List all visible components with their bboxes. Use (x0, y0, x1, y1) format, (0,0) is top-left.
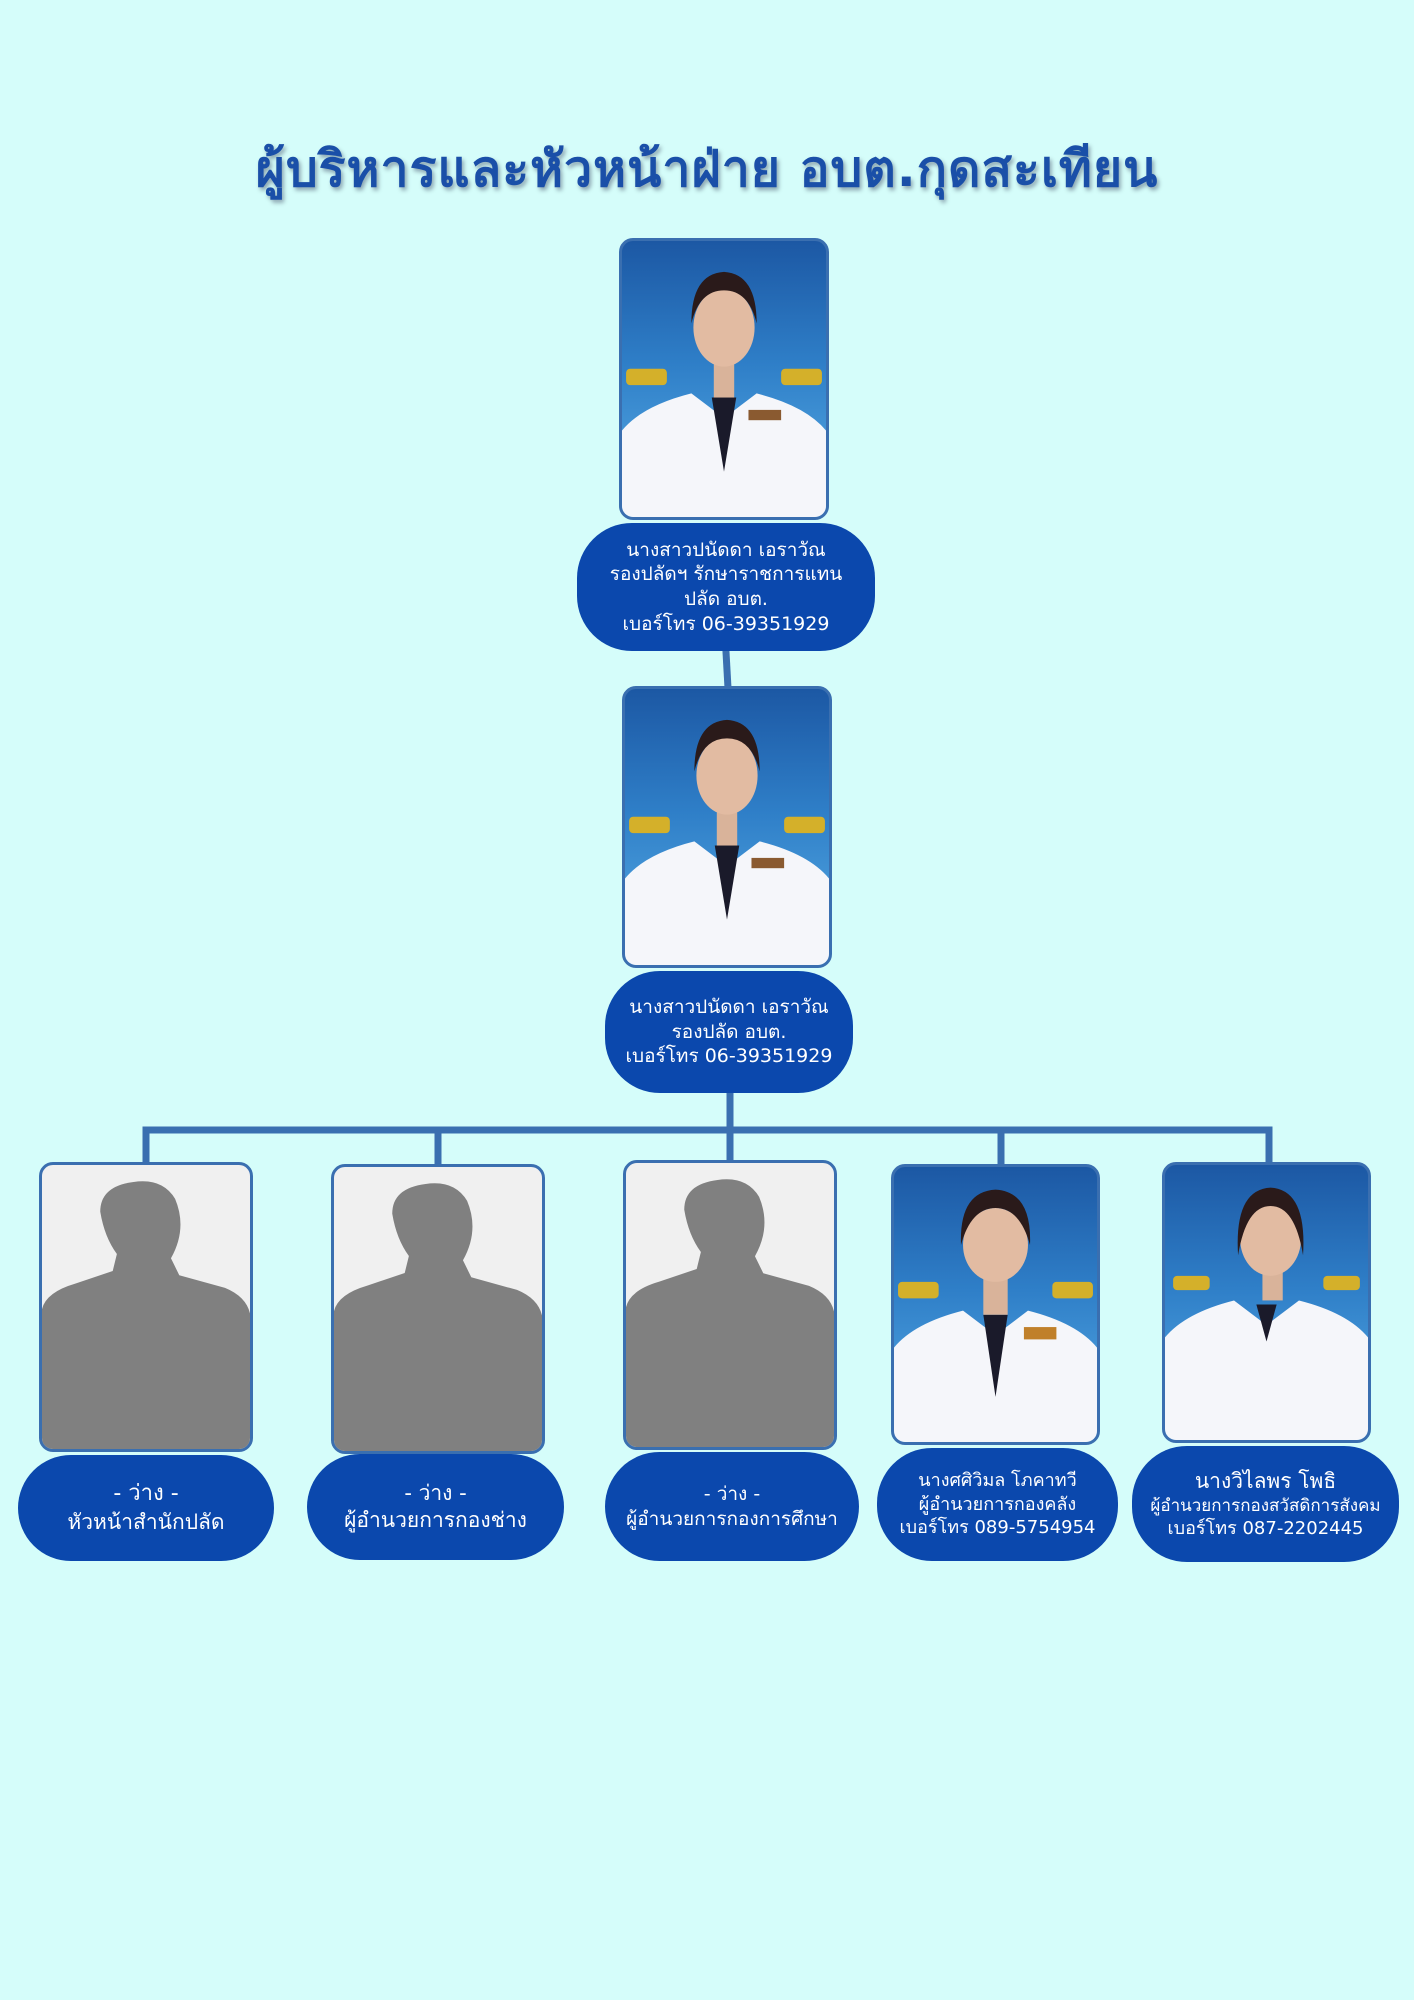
deputy-official-name: นางสาวปนัดดา เอราวัณ (629, 995, 829, 1018)
staff-card-5-name: นางวิไลพร โพธิ (1194, 1468, 1337, 1493)
staff-card-4-phone: เบอร์โทร 089-5754954 (899, 1517, 1096, 1539)
top-official-position-2: ปลัด อบต. (684, 588, 768, 610)
staff-photo-placeholder-3 (623, 1160, 837, 1450)
staff-card-1-status: - ว่าง - (113, 1481, 179, 1507)
staff-photo-placeholder-1 (39, 1162, 253, 1452)
staff-card-2-status: - ว่าง - (404, 1480, 467, 1505)
staff-card-1: - ว่าง - หัวหน้าสำนักปลัด (18, 1455, 274, 1561)
deputy-official-position: รองปลัด อบต. (671, 1020, 787, 1043)
top-official-card: นางสาวปนัดดา เอราวัณ รองปลัดฯ รักษาราชกา… (577, 523, 875, 651)
staff-card-3: - ว่าง - ผู้อำนวยการกองการศึกษา (605, 1452, 859, 1561)
staff-card-3-status: - ว่าง - (703, 1482, 761, 1505)
staff-photo-5 (1162, 1162, 1371, 1443)
deputy-official-photo (622, 686, 832, 968)
staff-card-4: นางศศิวิมล โภคาทวี ผู้อำนวยการกองคลัง เบ… (877, 1448, 1118, 1561)
staff-card-2-position: ผู้อำนวยการกองช่าง (344, 1508, 527, 1532)
staff-card-5-phone: เบอร์โทร 087-2202445 (1167, 1518, 1364, 1539)
staff-card-3-position: ผู้อำนวยการกองการศึกษา (626, 1507, 838, 1530)
staff-card-5-position: ผู้อำนวยการกองสวัสดิการสังคม (1150, 1495, 1381, 1516)
staff-card-2: - ว่าง - ผู้อำนวยการกองช่าง (307, 1454, 564, 1560)
deputy-official-card: นางสาวปนัดดา เอราวัณ รองปลัด อบต. เบอร์โ… (605, 971, 853, 1093)
page-title: ผู้บริหารและหัวหน้าฝ่าย อบต.กุดสะเทียน (255, 140, 1159, 198)
staff-photo-4 (891, 1164, 1100, 1445)
staff-card-4-position: ผู้อำนวยการกองคลัง (918, 1493, 1077, 1515)
top-official-photo (619, 238, 829, 520)
staff-card-1-position: หัวหน้าสำนักปลัด (67, 1509, 225, 1534)
deputy-official-phone: เบอร์โทร 06-39351929 (625, 1045, 833, 1068)
top-official-name: นางสาวปนัดดา เอราวัณ (626, 538, 826, 561)
top-official-phone: เบอร์โทร 06-39351929 (622, 612, 830, 635)
staff-card-5: นางวิไลพร โพธิ ผู้อำนวยการกองสวัสดิการสั… (1132, 1446, 1399, 1562)
staff-card-4-name: นางศศิวิมล โภคาทวี (918, 1470, 1077, 1492)
top-official-position: รองปลัดฯ รักษาราชการแทน (609, 563, 843, 586)
staff-photo-placeholder-2 (331, 1164, 545, 1454)
